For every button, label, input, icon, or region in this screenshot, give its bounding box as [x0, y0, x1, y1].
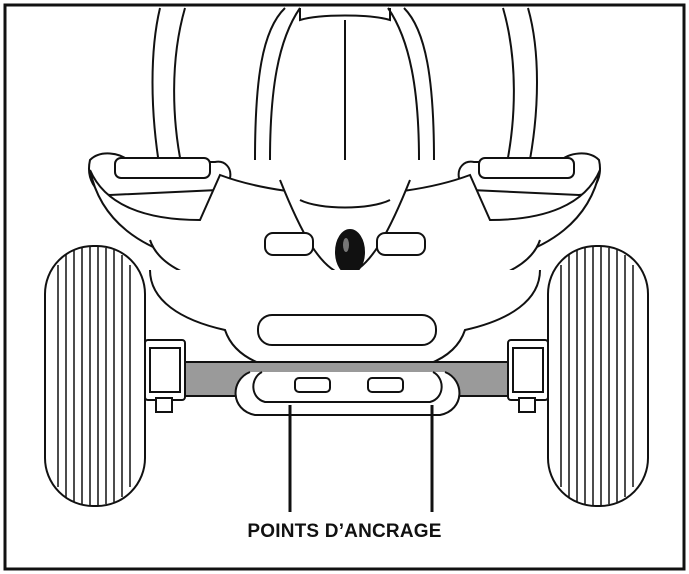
headlight-highlight: [343, 238, 349, 252]
seat-back: [151, 7, 538, 171]
left-wheel: [44, 245, 146, 507]
headlight: [335, 229, 365, 275]
right-wheel: [547, 245, 649, 507]
bumper: [149, 269, 541, 377]
anchor-loop: [234, 371, 461, 416]
anchor-points-label: POINTS D’ANCRAGE: [247, 521, 442, 542]
left-armrest: [88, 152, 232, 197]
right-hub: [507, 339, 549, 413]
right-armrest: [457, 152, 601, 197]
border: [3, 3, 686, 571]
left-hub: [144, 339, 186, 413]
